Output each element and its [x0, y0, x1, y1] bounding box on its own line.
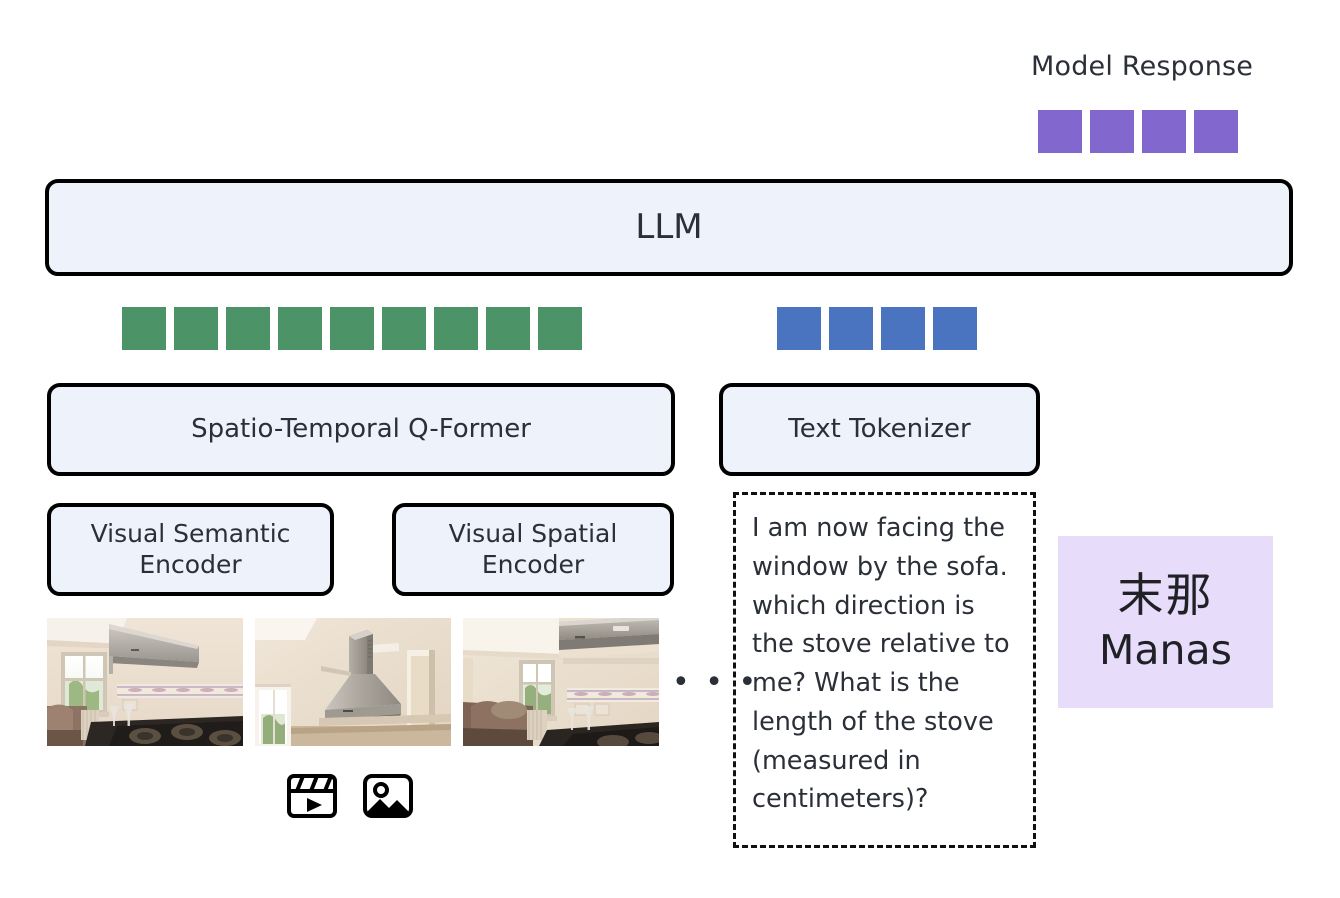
- text-token-strip: [777, 307, 977, 350]
- text-token: [881, 307, 925, 350]
- frame-sofa-window-right-image: [463, 618, 659, 746]
- visual-token: [174, 307, 218, 350]
- frames-ellipsis: • • •: [672, 665, 760, 700]
- response-token: [1038, 110, 1082, 153]
- llm-module: LLM: [45, 179, 1293, 276]
- visual-semantic-encoder-label: Visual Semantic Encoder: [91, 519, 291, 580]
- qformer-label: Spatio-Temporal Q-Former: [191, 413, 531, 444]
- response-token: [1142, 110, 1186, 153]
- visual-token: [226, 307, 270, 350]
- text-tokenizer-module: Text Tokenizer: [719, 383, 1040, 476]
- response-token: [1194, 110, 1238, 153]
- visual-semantic-encoder-line2: Encoder: [139, 549, 242, 579]
- image-picture-icon[interactable]: [362, 770, 414, 822]
- frame-range-hood-closeup-image: [255, 618, 451, 746]
- visual-token: [538, 307, 582, 350]
- visual-token: [486, 307, 530, 350]
- manas-badge-latin-label: Manas: [1099, 625, 1232, 674]
- visual-semantic-encoder-line1: Visual Semantic: [90, 519, 291, 548]
- text-token: [933, 307, 977, 350]
- visual-semantic-encoder-module: Visual Semantic Encoder: [47, 503, 334, 596]
- spatio-temporal-qformer-module: Spatio-Temporal Q-Former: [47, 383, 675, 476]
- visual-token: [122, 307, 166, 350]
- user-prompt-box: I am now facing the window by the sofa. …: [733, 492, 1036, 848]
- video-frame-2: [255, 618, 451, 746]
- visual-spatial-encoder-line1: Visual Spatial: [448, 519, 618, 548]
- llm-label: LLM: [635, 206, 703, 247]
- model-response-label: Model Response: [1031, 51, 1254, 82]
- text-token: [829, 307, 873, 350]
- video-clapperboard-icon[interactable]: [286, 770, 338, 822]
- text-tokenizer-label: Text Tokenizer: [788, 413, 971, 444]
- visual-token-strip: [122, 307, 582, 350]
- visual-spatial-encoder-label: Visual Spatial Encoder: [449, 519, 618, 580]
- visual-token: [434, 307, 478, 350]
- text-token: [777, 307, 821, 350]
- frame-kitchen-window-left-image: [47, 618, 243, 746]
- visual-token: [278, 307, 322, 350]
- response-token: [1090, 110, 1134, 153]
- manas-badge: 末那 Manas: [1058, 536, 1273, 708]
- video-frame-1: [47, 618, 243, 746]
- visual-spatial-encoder-line2: Encoder: [481, 549, 585, 579]
- visual-token: [330, 307, 374, 350]
- video-frame-3: [463, 618, 659, 746]
- modality-icon-group: [286, 770, 414, 822]
- manas-badge-cjk-label: 末那: [1117, 568, 1214, 623]
- visual-spatial-encoder-module: Visual Spatial Encoder: [392, 503, 674, 596]
- visual-token: [382, 307, 426, 350]
- model-response-token-strip: [1038, 110, 1238, 153]
